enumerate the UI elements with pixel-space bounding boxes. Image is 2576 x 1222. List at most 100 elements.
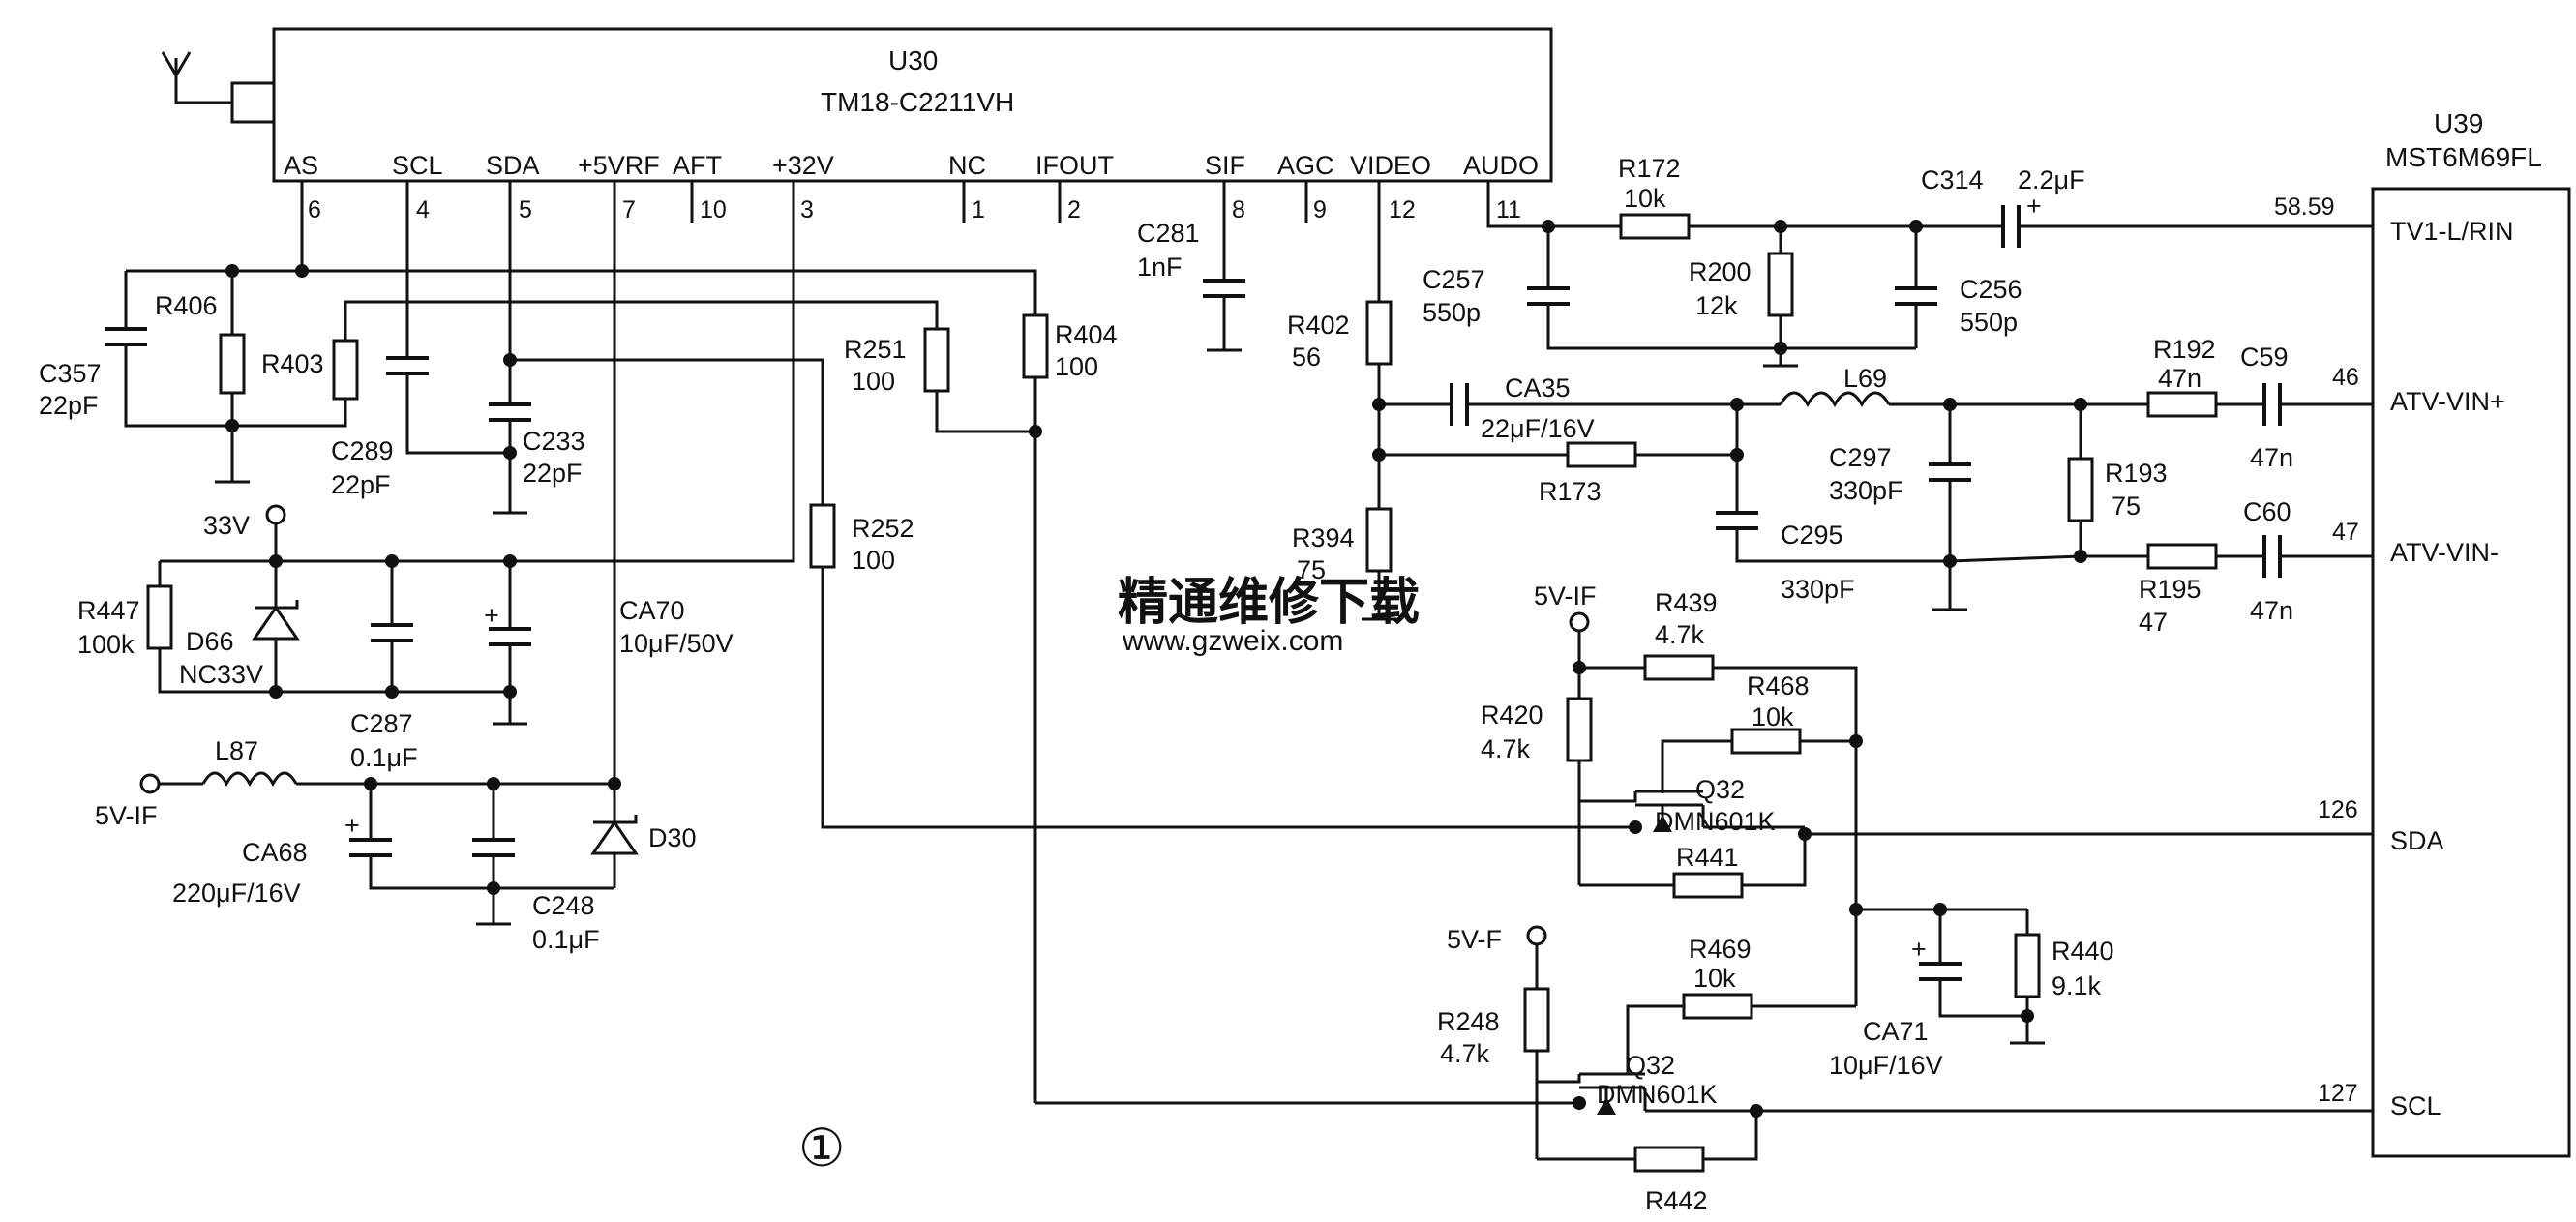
r200-value: 12k	[1695, 291, 1738, 320]
u39-pin-scl-name: SCL	[2390, 1091, 2441, 1120]
c60-value: 47n	[2250, 596, 2293, 625]
r420-ref: R420	[1481, 700, 1543, 730]
c256-ref: C256	[1960, 275, 2022, 304]
u30-pin-audo-name: AUDO	[1463, 151, 1539, 180]
figure-number: ①	[798, 1119, 845, 1177]
u39-pin-tv1-name: TV1-L/RIN	[2390, 217, 2514, 246]
rail-labels: 33V 5V-IF 5V-IF 5V-F	[95, 511, 1597, 954]
r469-value: 10k	[1693, 964, 1736, 993]
u30-pin-as-num: 6	[308, 196, 321, 224]
c248-ref: C248	[532, 891, 595, 920]
r252-value: 100	[852, 546, 895, 575]
r193-value: 75	[2112, 492, 2141, 521]
c357-ref: C357	[39, 359, 102, 388]
u30-pin-as-name: AS	[284, 151, 318, 180]
c297-ref: C297	[1829, 443, 1892, 472]
l69-ref: L69	[1843, 364, 1887, 393]
c295-ref: C295	[1781, 521, 1843, 550]
r402-ref: R402	[1287, 311, 1350, 340]
component-labels: R406 C357 22pF R403 C289 22pF C233 22pF …	[39, 154, 2293, 1215]
d30-ref: D30	[648, 823, 697, 852]
r447-ref: R447	[77, 596, 140, 625]
ca35-value: 22μF/16V	[1481, 414, 1595, 443]
r442-ref: R442	[1645, 1186, 1708, 1215]
u39-ref: U39	[2434, 108, 2483, 138]
sif-network	[1203, 223, 1245, 352]
c256-value: 550p	[1960, 308, 2018, 337]
q32a-value: DMN601K	[1655, 807, 1776, 836]
c248-value: 0.1μF	[532, 925, 600, 954]
u30-pin-nc-name: NC	[948, 151, 986, 180]
r192-value: 47n	[2158, 364, 2202, 393]
r440-value: 9.1k	[2052, 971, 2102, 1000]
ca35-ref: CA35	[1505, 373, 1571, 402]
u30-pin-sif-num: 8	[1232, 196, 1245, 224]
r469-ref: R469	[1689, 935, 1752, 964]
r195-ref: R195	[2139, 575, 2202, 604]
u30-pin-aft-name: AFT	[673, 151, 722, 180]
r248-ref: R248	[1437, 1007, 1500, 1036]
u39-pin-sda-num: 126	[2318, 796, 2358, 823]
r173-ref: R173	[1539, 477, 1602, 506]
u39-pin-tv1-num: 58.59	[2274, 194, 2335, 221]
ca68-ref: CA68	[242, 838, 308, 867]
c289-value: 22pF	[331, 470, 391, 499]
ca70-value: 10μF/50V	[619, 629, 734, 658]
q32b-value: DMN601K	[1597, 1080, 1718, 1109]
c287-ref: C287	[350, 709, 413, 738]
c257-value: 550p	[1423, 298, 1481, 327]
c281-ref: C281	[1137, 219, 1200, 248]
c59-ref: C59	[2240, 343, 2289, 372]
r200-ref: R200	[1689, 257, 1752, 286]
r440-ref: R440	[2052, 937, 2114, 966]
svg-text:+: +	[2026, 192, 2042, 221]
u39-part: MST6M69FL	[2385, 142, 2542, 172]
rail-5vf: 5V-F	[1447, 925, 1502, 954]
r439-value: 4.7k	[1655, 620, 1705, 649]
ca71-value: 10μF/16V	[1829, 1051, 1943, 1080]
u30-pin-5vrf-name: +5VRF	[578, 151, 660, 180]
q32a-ref: Q32	[1695, 775, 1745, 804]
r172-value: 10k	[1624, 184, 1666, 213]
ca70-ref: CA70	[619, 596, 685, 625]
c295-value: 330pF	[1781, 575, 1855, 604]
r195-value: 47	[2139, 608, 2168, 637]
r192-ref: R192	[2153, 335, 2216, 364]
u30-tuner: U30 TM18-C2211VH AS SCL SDA +5VRF AFT +3…	[161, 27, 1553, 224]
u30-pin-sif-name: SIF	[1205, 151, 1245, 180]
rail-5vif-left: 5V-IF	[95, 801, 158, 830]
c314-value: 2.2μF	[2018, 165, 2085, 194]
ca68-value: 220μF/16V	[172, 879, 301, 908]
u30-pin-sda-name: SDA	[486, 151, 540, 180]
u30-pin-agc-num: 9	[1313, 196, 1327, 224]
u39-processor: U39 MST6M69FL TV1-L/RIN ATV-VIN+ ATV-VIN…	[2274, 108, 2571, 1158]
u30-pin-ifout-name: IFOUT	[1035, 151, 1114, 180]
r402-value: 56	[1292, 343, 1321, 372]
c281-value: 1nF	[1137, 253, 1183, 282]
r404-value: 100	[1055, 352, 1098, 381]
mosfet-q32a	[1635, 790, 1705, 832]
audio-network: +	[1486, 192, 2373, 368]
u30-pin-audo-num: 11	[1496, 196, 1521, 224]
r404-ref: R404	[1055, 320, 1118, 349]
u30-pin-video-name: VIDEO	[1350, 151, 1431, 180]
rail-33v: 33V	[203, 511, 250, 540]
c233-value: 22pF	[523, 459, 583, 488]
watermark-cn: 精通维修下载	[1118, 575, 1420, 631]
u30-pin-scl-num: 4	[416, 196, 430, 224]
r420-value: 4.7k	[1481, 734, 1531, 763]
c289-ref: C289	[331, 436, 394, 465]
u39-pin-scl-num: 127	[2318, 1080, 2358, 1107]
r172-ref: R172	[1618, 154, 1681, 183]
u30-ref: U30	[888, 45, 938, 75]
u39-pin-atvp-name: ATV-VIN+	[2390, 387, 2505, 416]
d66-value: NC33V	[179, 660, 263, 689]
u30-pin-video-num: 12	[1389, 196, 1416, 224]
svg-text:+: +	[484, 601, 499, 630]
c257-ref: C257	[1423, 265, 1485, 294]
svg-text:+: +	[1911, 935, 1927, 964]
u39-pin-atvp-num: 46	[2332, 364, 2359, 391]
ca71-ref: CA71	[1863, 1017, 1929, 1046]
c297-value: 330pF	[1829, 476, 1903, 505]
